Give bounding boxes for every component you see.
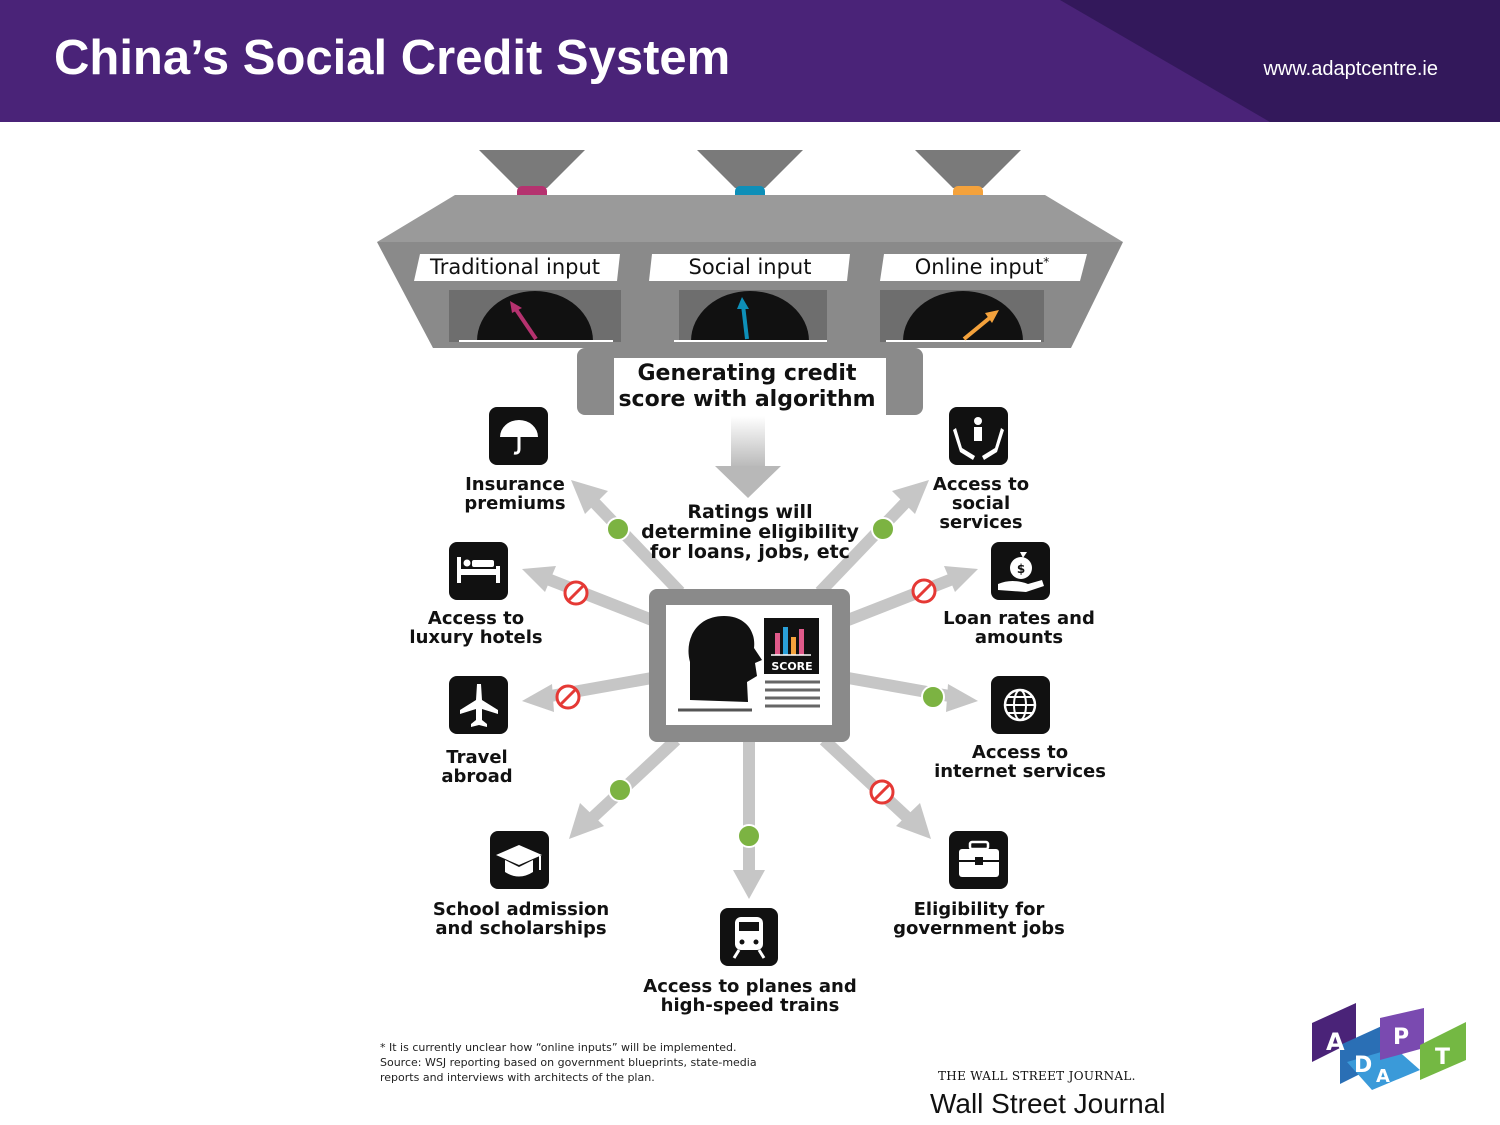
blocked-sign	[563, 580, 589, 606]
footnote-mark: *	[1043, 255, 1050, 269]
logo-letter-a-lower: A	[1376, 1066, 1390, 1087]
umbrella-icon	[489, 407, 548, 465]
train-icon	[720, 908, 778, 966]
spoke-trains	[733, 742, 765, 899]
outcome-label-travel: Travel abroad	[441, 747, 513, 787]
svg-text:$: $	[1017, 562, 1025, 576]
spoke-gov-jobs	[819, 735, 931, 839]
site-url[interactable]: www.adaptcentre.ie	[1263, 58, 1438, 80]
footnote-text: * It is currently unclear how “online in…	[380, 1041, 757, 1084]
header-shading	[1060, 0, 1500, 122]
outcome-label-hotels: Access to luxury hotels	[409, 608, 543, 648]
outcome-label-loans: Loan rates and amounts	[943, 608, 1095, 648]
globe-icon	[991, 676, 1050, 734]
score-label: SCORE	[771, 660, 812, 673]
score-down-arrow	[715, 416, 781, 498]
spoke-school	[569, 735, 681, 839]
wsj-masthead: THE WALL STREET JOURNAL.	[938, 1069, 1136, 1083]
money-bag-icon: $	[991, 542, 1050, 600]
algorithm-label: Generating credit score with algorithm	[618, 361, 876, 412]
outcome-label-insurance: Insurance premiums	[464, 474, 566, 514]
airplane-icon	[449, 676, 508, 734]
spoke-insurance	[571, 480, 685, 597]
logo-letter-t: T	[1435, 1045, 1450, 1070]
center-note: Ratings will determine eligibility for l…	[641, 501, 859, 563]
logo-letter-a: A	[1326, 1028, 1345, 1056]
outcome-label-trains: Access to planes and high-speed trains	[643, 976, 857, 1016]
gauge-online	[886, 291, 1041, 342]
adapt-logo: A D P T A	[1312, 1003, 1466, 1090]
profile-card: SCORE	[649, 589, 850, 742]
header-bar: China’s Social Credit System www.adaptce…	[0, 0, 1500, 122]
allowed-dot	[921, 685, 945, 709]
social-services-icon	[949, 407, 1008, 465]
outcome-label-social-services: Access to social services	[932, 474, 1030, 533]
input-label-social: Social input	[688, 255, 812, 279]
gauge-social	[674, 291, 827, 342]
allowed-dot	[606, 517, 630, 541]
spoke-travel	[522, 672, 654, 712]
allowed-dot	[608, 778, 632, 802]
logo-letter-p: P	[1393, 1025, 1409, 1050]
hotel-bed-icon	[449, 542, 508, 600]
blocked-sign	[869, 779, 895, 805]
logo-letter-d: D	[1354, 1053, 1372, 1078]
algorithm-label-box	[614, 358, 886, 416]
spoke-hotels	[522, 566, 655, 626]
head-silhouette-icon	[688, 616, 762, 702]
graduation-cap-icon	[490, 831, 549, 889]
spoke-internet	[846, 672, 978, 712]
outcome-label-gov-jobs: Eligibility for government jobs	[893, 899, 1065, 939]
outcome-label-internet: Access to internet services	[934, 742, 1106, 782]
input-label-online: Online input*	[914, 255, 1050, 279]
outcome-spokes	[522, 480, 978, 899]
blocked-sign	[555, 684, 581, 710]
input-label-traditional: Traditional input	[429, 255, 601, 279]
spoke-loans	[845, 566, 978, 626]
allowed-dot	[737, 824, 761, 848]
source-credit: Wall Street Journal	[930, 1088, 1166, 1119]
page-title: China’s Social Credit System	[54, 31, 731, 85]
spoke-social-services	[815, 480, 929, 597]
outcome-label-school: School admission and scholarships	[432, 899, 610, 939]
allowed-dot	[871, 517, 895, 541]
gauge-traditional	[459, 291, 613, 342]
briefcase-icon	[949, 831, 1008, 889]
blocked-sign	[911, 578, 937, 604]
